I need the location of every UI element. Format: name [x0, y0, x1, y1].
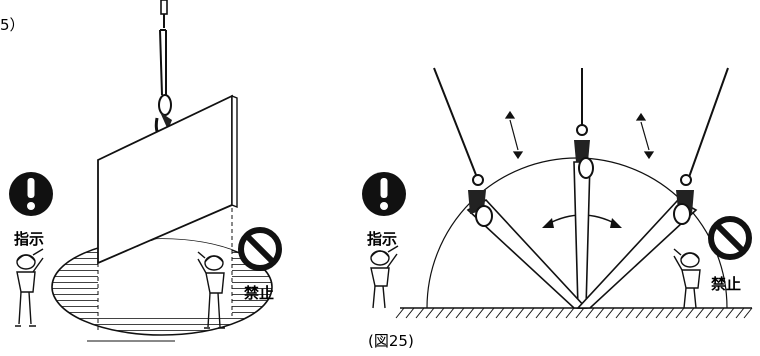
rope-motion-arrows	[504, 110, 655, 160]
right-ground-line	[395, 307, 753, 319]
right-ropes	[433, 67, 729, 181]
figure-caption: (図25)	[368, 332, 414, 350]
right-instruction-icon	[362, 172, 406, 216]
right-panel-left-worker-figure	[370, 245, 399, 309]
right-panel-right-worker-figure	[673, 248, 701, 309]
left-plate	[97, 94, 238, 265]
fragment-text: 5）	[0, 16, 25, 34]
left-rope	[159, 0, 168, 96]
left-inclined-plate	[466, 174, 588, 309]
left-prohibition-label: 禁止	[244, 284, 274, 302]
left-prohibition-icon	[238, 227, 282, 271]
left-panel-worker-figure	[197, 251, 225, 329]
center-plate	[573, 124, 594, 309]
right-panel-illustration	[395, 67, 753, 319]
right-inclined-plate	[576, 174, 698, 309]
left-instruction-label: 指示	[14, 230, 44, 248]
left-worker-figure	[15, 248, 44, 327]
left-instruction-icon	[9, 172, 53, 216]
right-prohibition-icon	[708, 216, 752, 260]
right-instruction-label: 指示	[367, 230, 397, 248]
left-panel-illustration	[51, 0, 273, 342]
right-prohibition-label: 禁止	[711, 275, 741, 293]
